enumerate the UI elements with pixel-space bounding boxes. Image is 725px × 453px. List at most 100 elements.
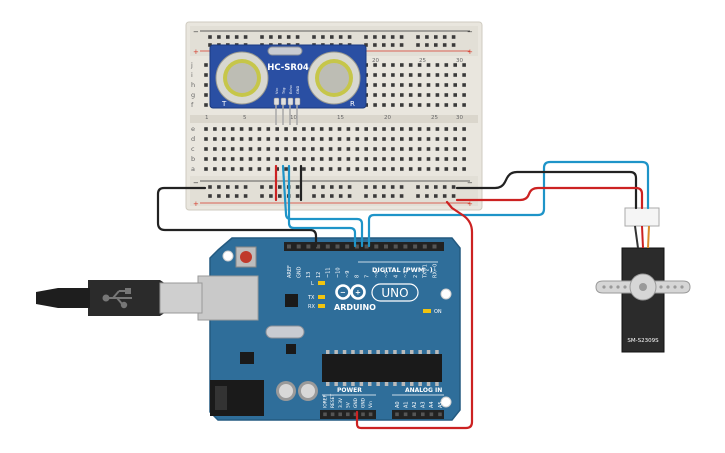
breadboard-hole[interactable] [417, 167, 422, 171]
breadboard-hole[interactable] [222, 147, 226, 151]
breadboard-hole[interactable] [364, 127, 368, 131]
breadboard-hole[interactable] [417, 63, 422, 67]
analog-pin-hole[interactable] [421, 412, 425, 417]
breadboard-hole[interactable] [426, 63, 431, 67]
analog-pin-hole[interactable] [412, 412, 416, 417]
breadboard-hole[interactable] [453, 157, 457, 161]
breadboard-hole[interactable] [444, 103, 449, 107]
breadboard-hole[interactable] [426, 147, 431, 151]
rail-hole[interactable] [208, 43, 212, 47]
rail-hole[interactable] [390, 43, 395, 47]
breadboard-hole[interactable] [284, 127, 288, 131]
breadboard-hole[interactable] [257, 137, 262, 141]
rail-hole[interactable] [278, 35, 282, 39]
breadboard-hole[interactable] [355, 147, 360, 151]
breadboard-hole[interactable] [364, 147, 368, 151]
rail-hole[interactable] [425, 43, 429, 47]
rail-hole[interactable] [442, 43, 447, 47]
digital-pin-hole[interactable] [325, 244, 330, 249]
breadboard-hole[interactable] [400, 63, 404, 67]
breadboard-hole[interactable] [328, 157, 333, 161]
power-pin-hole[interactable] [353, 412, 358, 417]
breadboard-hole[interactable] [213, 157, 217, 161]
power-pin-hole[interactable] [323, 412, 327, 417]
rail-hole[interactable] [243, 185, 248, 189]
breadboard-hole[interactable] [400, 103, 404, 107]
rail-hole[interactable] [373, 185, 377, 189]
rail-hole[interactable] [295, 185, 300, 189]
rail-hole[interactable] [312, 35, 316, 39]
breadboard-hole[interactable] [444, 127, 449, 131]
rail-hole[interactable] [208, 185, 212, 189]
breadboard-hole[interactable] [248, 127, 253, 131]
breadboard-hole[interactable] [426, 127, 431, 131]
analog-pin-hole[interactable] [438, 412, 442, 417]
rail-hole[interactable] [208, 35, 212, 39]
breadboard-hole[interactable] [213, 167, 217, 171]
breadboard-hole[interactable] [204, 147, 208, 151]
breadboard-hole[interactable] [391, 157, 395, 161]
breadboard-hole[interactable] [400, 93, 404, 97]
breadboard-hole[interactable] [319, 147, 324, 151]
rail-hole[interactable] [234, 35, 239, 39]
breadboard-hole[interactable] [222, 167, 226, 171]
digital-pin-hole[interactable] [306, 244, 311, 249]
analog-pin-hole[interactable] [395, 412, 399, 417]
breadboard-hole[interactable] [453, 127, 457, 131]
breadboard-hole[interactable] [355, 157, 360, 161]
breadboard-hole[interactable] [239, 137, 244, 141]
breadboard-hole[interactable] [222, 157, 226, 161]
breadboard-hole[interactable] [382, 93, 386, 97]
breadboard-hole[interactable] [444, 93, 449, 97]
rail-hole[interactable] [425, 185, 429, 189]
breadboard-hole[interactable] [275, 137, 279, 141]
breadboard-hole[interactable] [257, 147, 262, 151]
servo-motor[interactable]: SM-S2309S [595, 207, 691, 353]
breadboard-hole[interactable] [284, 157, 288, 161]
breadboard-hole[interactable] [417, 103, 422, 107]
power-pin-hole[interactable] [330, 412, 335, 417]
breadboard-hole[interactable] [346, 147, 351, 151]
breadboard-hole[interactable] [230, 147, 235, 151]
breadboard-hole[interactable] [391, 73, 395, 77]
breadboard-hole[interactable] [453, 63, 457, 67]
rail-hole[interactable] [278, 194, 282, 198]
rail-hole[interactable] [390, 194, 395, 198]
breadboard-hole[interactable] [337, 137, 342, 141]
rail-hole[interactable] [260, 185, 264, 189]
breadboard-hole[interactable] [462, 63, 466, 67]
rail-hole[interactable] [434, 194, 438, 198]
breadboard-hole[interactable] [266, 167, 271, 171]
breadboard-hole[interactable] [426, 103, 431, 107]
breadboard-hole[interactable] [266, 127, 271, 131]
breadboard-hole[interactable] [239, 157, 244, 161]
power-pin-hole[interactable] [346, 412, 350, 417]
breadboard-hole[interactable] [408, 127, 413, 131]
breadboard-hole[interactable] [453, 147, 457, 151]
breadboard-hole[interactable] [400, 167, 404, 171]
breadboard-hole[interactable] [435, 93, 440, 97]
rail-hole[interactable] [217, 185, 221, 189]
breadboard-hole[interactable] [213, 127, 217, 131]
breadboard-hole[interactable] [382, 73, 386, 77]
breadboard-hole[interactable] [417, 83, 422, 87]
breadboard-hole[interactable] [302, 147, 306, 151]
breadboard-hole[interactable] [426, 157, 431, 161]
rail-hole[interactable] [217, 35, 221, 39]
breadboard-hole[interactable] [426, 73, 431, 77]
rail-hole[interactable] [364, 43, 368, 47]
sensor-pin[interactable] [294, 97, 301, 106]
rail-hole[interactable] [364, 35, 368, 39]
breadboard-hole[interactable] [284, 147, 288, 151]
breadboard-hole[interactable] [408, 147, 413, 151]
breadboard-hole[interactable] [311, 147, 315, 151]
analog-header[interactable] [392, 410, 444, 419]
breadboard-hole[interactable] [408, 83, 413, 87]
breadboard-hole[interactable] [391, 127, 395, 131]
breadboard-hole[interactable] [284, 137, 288, 141]
breadboard-hole[interactable] [204, 83, 208, 87]
analog-pin-hole[interactable] [403, 412, 408, 417]
breadboard-hole[interactable] [266, 137, 271, 141]
breadboard-hole[interactable] [311, 137, 315, 141]
